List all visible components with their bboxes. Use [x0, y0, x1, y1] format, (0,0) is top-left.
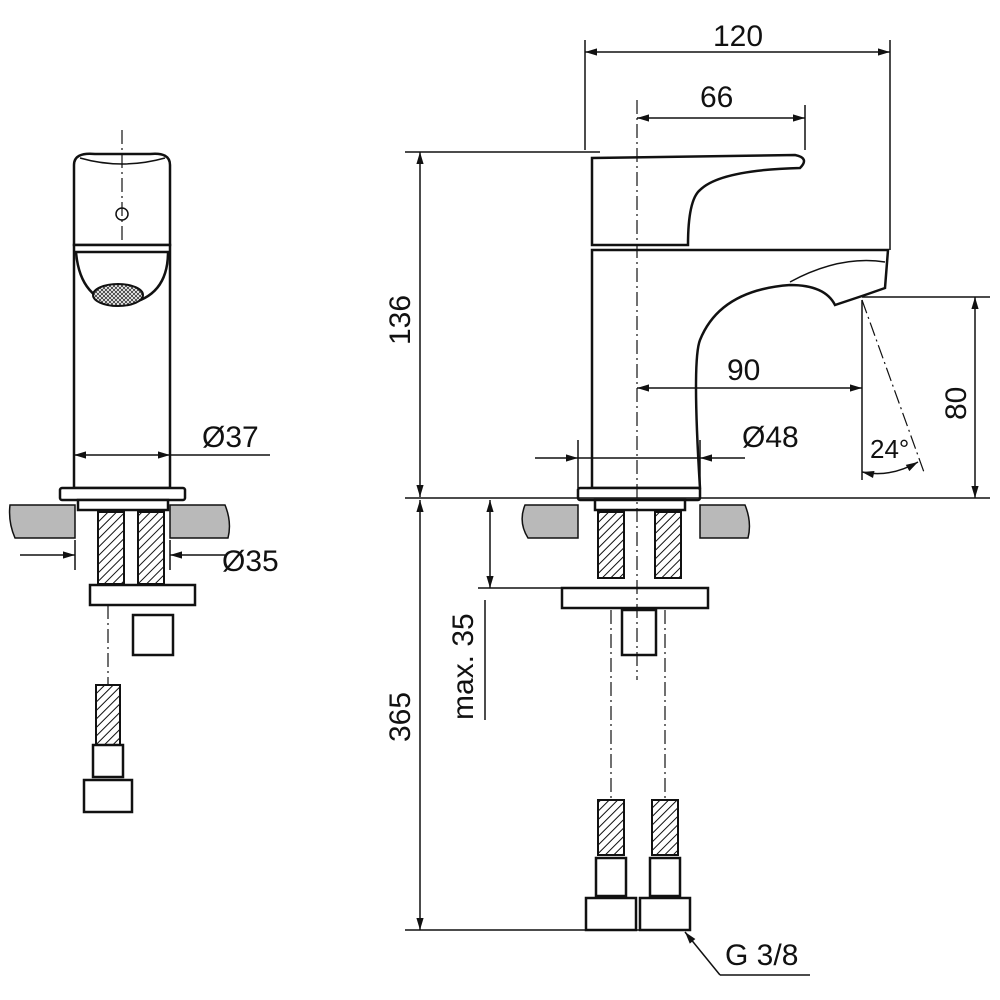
countertop-right	[169, 504, 231, 539]
handle-side	[590, 153, 806, 247]
dim-height: 136	[384, 295, 417, 345]
dim-spout-reach: 90	[727, 354, 760, 387]
side-view	[521, 100, 926, 932]
dim-connection-thread: G 3/8	[725, 939, 798, 972]
dim-handle-offset: 66	[700, 81, 733, 114]
dim-max-counter: max. 35	[447, 613, 480, 720]
countertop-side	[521, 504, 579, 539]
spout-body	[590, 248, 890, 490]
front-view	[8, 130, 231, 814]
dim-body-diameter: Ø37	[202, 421, 259, 454]
base-plate	[58, 486, 187, 502]
dim-spout-height: 80	[940, 387, 973, 420]
countertop-left	[8, 504, 76, 539]
dim-flow-angle: 24°	[870, 434, 909, 464]
dim-hose-length: 365	[384, 692, 417, 742]
handle	[72, 152, 172, 247]
dim-width-total: 120	[713, 20, 763, 53]
dim-base-diameter: Ø48	[742, 421, 799, 454]
aerator	[92, 283, 144, 307]
dim-hole-diameter: Ø35	[222, 545, 279, 578]
